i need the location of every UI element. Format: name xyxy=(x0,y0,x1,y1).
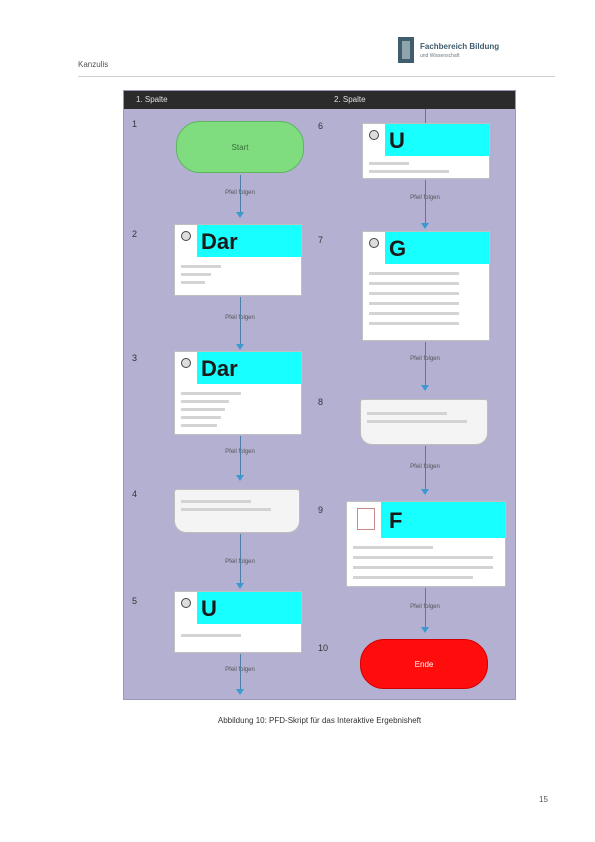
screen-card: F xyxy=(346,501,506,587)
institution-logo: Fachbereich Bildung und Wissenschaft xyxy=(398,36,548,64)
screen-card: G xyxy=(362,231,490,341)
step-number: 7 xyxy=(318,235,324,245)
arrow-down-icon xyxy=(236,689,244,695)
card-heading: Dar xyxy=(201,229,238,254)
start-label: Start xyxy=(231,142,249,152)
connector-line xyxy=(240,297,241,345)
step-number: 9 xyxy=(318,505,324,515)
text-line xyxy=(353,566,493,569)
card-accent-band xyxy=(197,352,301,384)
text-line xyxy=(181,265,221,268)
card-accent-band xyxy=(197,225,301,257)
connector-line xyxy=(240,436,241,476)
text-line xyxy=(181,392,241,395)
step-number: 1 xyxy=(132,119,138,129)
logo-mark-icon xyxy=(398,37,414,63)
text-line xyxy=(369,170,449,173)
logo-title: Fachbereich Bildung xyxy=(420,41,500,51)
step-number: 10 xyxy=(318,643,329,653)
step-number: 4 xyxy=(132,489,138,499)
text-line xyxy=(369,272,459,275)
screen-card: Dar xyxy=(174,351,302,435)
card-heading: U xyxy=(201,596,217,621)
text-line xyxy=(181,408,225,411)
figure-caption: Abbildung 10: PFD-Skript für das Interak… xyxy=(217,716,422,725)
text-line xyxy=(181,424,217,427)
connector-line xyxy=(425,109,426,123)
logo-subtitle: und Wissenschaft xyxy=(420,52,460,59)
column-header-left: 1. Spalte xyxy=(136,95,168,104)
text-line xyxy=(181,634,241,637)
connector-line xyxy=(425,588,426,628)
text-line xyxy=(181,500,251,503)
header-divider xyxy=(78,76,555,77)
card-accent-band xyxy=(197,592,301,624)
card-avatar-icon xyxy=(181,598,191,608)
card-avatar-icon xyxy=(369,238,379,248)
end-label: Ende xyxy=(414,659,434,669)
text-line xyxy=(181,273,211,276)
step-number: 2 xyxy=(132,229,138,239)
text-line xyxy=(369,282,459,285)
card-image-icon xyxy=(357,508,375,530)
figure-header-bar: 1. Spalte 2. Spalte xyxy=(124,91,515,109)
arrow-down-icon xyxy=(421,489,429,495)
text-line xyxy=(181,281,205,284)
text-line xyxy=(369,312,459,315)
text-line xyxy=(367,420,467,423)
text-line xyxy=(181,400,229,403)
card-heading: G xyxy=(389,236,407,261)
arrow-down-icon xyxy=(421,385,429,391)
arrow-down-icon xyxy=(236,475,244,481)
arrow-down-icon xyxy=(236,583,244,589)
card-heading: F xyxy=(389,508,403,533)
connector-line xyxy=(425,342,426,386)
flowchart-figure: 1. Spalte 2. Spalte 1 Start Pfeil folgen… xyxy=(123,90,516,700)
text-line xyxy=(369,292,459,295)
screen-card: Dar xyxy=(174,224,302,296)
step-number: 3 xyxy=(132,353,138,363)
connector-line xyxy=(425,180,426,224)
step-number: 6 xyxy=(318,121,324,131)
card-heading: U xyxy=(389,128,405,153)
card-avatar-icon xyxy=(181,231,191,241)
card-avatar-icon xyxy=(369,130,379,140)
text-line xyxy=(353,576,473,579)
step-number: 8 xyxy=(318,397,324,407)
column-header-right: 2. Spalte xyxy=(334,95,366,104)
page-number: 15 xyxy=(539,795,548,804)
arrow-down-icon xyxy=(421,223,429,229)
document-shape xyxy=(174,489,300,533)
text-line xyxy=(367,412,447,415)
text-line xyxy=(369,322,459,325)
end-terminal: Ende xyxy=(360,639,488,689)
text-line xyxy=(181,416,221,419)
connector-line xyxy=(240,534,241,584)
text-line xyxy=(369,162,409,165)
header-running-title: Kanzulis xyxy=(78,60,109,69)
step-number: 5 xyxy=(132,596,138,606)
text-line xyxy=(369,302,459,305)
card-accent-band xyxy=(381,502,505,538)
arrow-down-icon xyxy=(236,344,244,350)
screen-card: U xyxy=(174,591,302,653)
text-line xyxy=(353,546,433,549)
text-line xyxy=(353,556,493,559)
document-shape xyxy=(360,399,488,445)
card-accent-band xyxy=(385,232,489,264)
card-heading: Dar xyxy=(201,356,238,381)
connector-line xyxy=(425,446,426,490)
card-accent-band xyxy=(385,124,489,156)
arrow-down-icon xyxy=(421,627,429,633)
connector-line xyxy=(240,175,241,213)
connector-line xyxy=(240,654,241,690)
screen-card: U xyxy=(362,123,490,179)
card-avatar-icon xyxy=(181,358,191,368)
arrow-down-icon xyxy=(236,212,244,218)
start-terminal: Start xyxy=(176,121,304,173)
text-line xyxy=(181,508,271,511)
